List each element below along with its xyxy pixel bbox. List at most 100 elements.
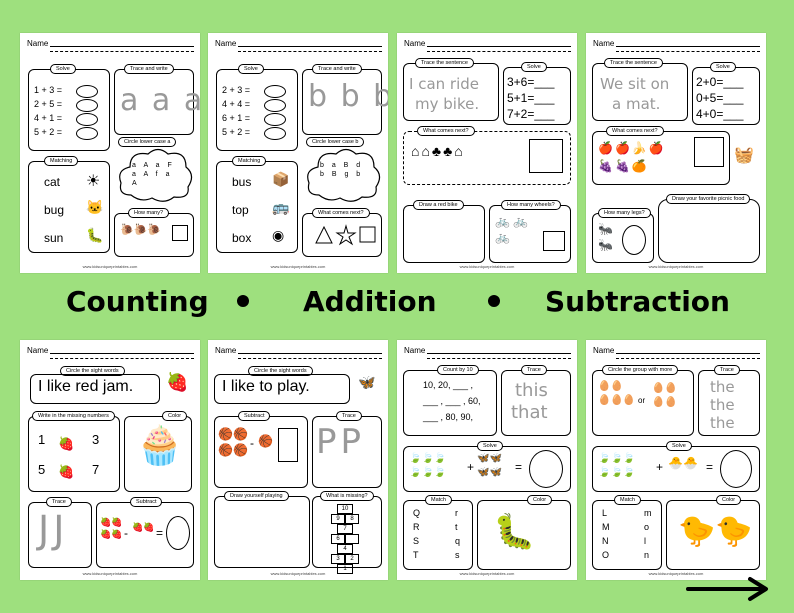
snail-icon: 🐌🐌🐌 — [120, 224, 162, 236]
trace-label: Trace the sentence — [604, 58, 663, 68]
equation-1: 2 + 3 = — [222, 85, 251, 95]
trace-letters: JJ — [38, 508, 69, 552]
legs-label: How many legs? — [598, 208, 651, 218]
trace-label: Trace and write — [124, 64, 174, 74]
footer-url: www.kidsuniqueprintables.com — [648, 571, 704, 576]
next-arrow-icon[interactable] — [686, 576, 770, 602]
name-guide-line — [427, 358, 571, 359]
answer-box — [172, 225, 188, 241]
word-2: bug — [44, 203, 65, 217]
hop-cell: 9 — [331, 514, 345, 524]
solve-label: Solve — [477, 441, 503, 451]
equation-3: 7+2=___ — [507, 107, 555, 121]
answer-oval — [720, 450, 752, 488]
name-guide-line — [50, 51, 194, 52]
footer-url: www.kidsuniqueprintables.com — [270, 264, 326, 269]
circle-label: Circle the sight words — [248, 366, 313, 376]
wheels-label: How many wheels? — [501, 200, 561, 210]
subtraction-heading: Subtraction — [545, 285, 730, 318]
hop-row: 6 — [326, 534, 364, 544]
sentence-line-2: my bike. — [415, 95, 480, 113]
leaf-group-icon: 🍃🍃🍃🍃🍃🍃 — [598, 453, 636, 478]
hop-cell: 1 — [337, 564, 353, 574]
missing-label: What is missing? — [320, 491, 374, 501]
box-icon: 📦 — [272, 171, 290, 187]
answer-oval — [264, 127, 286, 140]
howmany-label: How many? — [128, 208, 170, 218]
answer-oval — [76, 85, 98, 98]
trace-letters: PP — [316, 422, 366, 462]
matching-label: Matching — [44, 156, 79, 166]
house-tree-pattern-icon: ⌂⌂♣♣⌂ — [411, 143, 465, 159]
hop-cell: 7 — [337, 524, 353, 534]
sight-sentence: I like red jam. — [38, 378, 134, 395]
worksheet-6: Name Circle the sight words I like to pl… — [208, 340, 388, 580]
answer-box — [529, 139, 563, 173]
worksheet-7: Name Count by 10 10, 20, ___ , ___ , ___… — [397, 340, 577, 580]
cloud-shape — [119, 148, 193, 202]
number-3: 3 — [92, 432, 100, 447]
footer-url: www.kidsuniqueprintables.com — [270, 571, 326, 576]
fruit-pattern-icon: 🍎🍎🍌🍎🍇🍇🍊 — [598, 141, 666, 173]
solve-panel — [216, 69, 298, 151]
name-line — [238, 353, 382, 354]
trace-label: Trace — [336, 411, 362, 421]
bug-icon: 🐛 — [86, 227, 104, 243]
egg-group-icon: 🥚🥚🥚🥚🥚 — [598, 381, 636, 406]
solve-panel — [28, 69, 110, 151]
color-panel — [666, 500, 760, 570]
solve-label: Solve — [710, 62, 736, 72]
lower-letter: l — [644, 536, 646, 546]
butterfly-icon: 🦋 — [358, 374, 376, 390]
strawberry-outline-icon: 🍓🍓 — [58, 436, 75, 479]
answer-oval — [622, 225, 646, 255]
trace-letters: b b b — [308, 79, 388, 114]
word-3: sun — [44, 231, 64, 245]
name-guide-line — [238, 358, 382, 359]
strawberry-icon: 🍓 — [166, 372, 189, 392]
color-label: Color — [162, 411, 188, 421]
footer-url: www.kidsuniqueprintables.com — [82, 571, 138, 576]
sequence-line-3: ___ , 80, 90, — [423, 412, 474, 422]
worksheet-2: Name Solve 2 + 3 = 4 + 4 = 6 + 1 = 5 + 2… — [208, 33, 388, 273]
upper-letter: Q — [413, 508, 421, 518]
name-label: Name — [215, 346, 237, 355]
equation-1: 1 + 3 = — [34, 85, 63, 95]
cloud-letters: b a B d b B g b — [320, 162, 364, 178]
color-panel — [124, 416, 192, 492]
name-label: Name — [27, 39, 49, 48]
draw-panel — [403, 205, 485, 263]
lower-letter: n — [644, 550, 650, 560]
cat-icon: 🐱 — [86, 199, 104, 215]
circle-label: Circle lower case b — [306, 137, 365, 147]
subtract-label: Subtract — [238, 411, 271, 421]
answer-oval — [76, 99, 98, 112]
upper-letter: S — [413, 536, 420, 546]
sentence-line-2: a mat. — [612, 95, 661, 113]
name-guide-line — [616, 358, 760, 359]
trace-label: Trace — [714, 365, 740, 375]
bird-icon: 🐤🐤 — [678, 515, 753, 548]
upper-letter: T — [413, 550, 419, 560]
hop-cell: 6 — [331, 534, 345, 544]
upper-letter: R — [413, 522, 420, 532]
sight-sentence: I like to play. — [222, 378, 310, 395]
solve-label: Solve — [238, 64, 264, 74]
number-7: 7 — [92, 462, 100, 477]
answer-box — [278, 428, 298, 462]
word-2: top — [232, 203, 249, 217]
draw-label: Draw your favorite picnic food — [666, 194, 751, 204]
counting-heading: Counting — [66, 285, 209, 318]
upper-letter: M — [602, 522, 610, 532]
butterfly-group-icon: 🦋🦋🦋🦋 — [477, 453, 502, 478]
upper-letter: N — [602, 536, 609, 546]
plus-sign: + — [467, 460, 475, 474]
name-line — [427, 353, 571, 354]
minus-sign: - — [250, 436, 254, 450]
bullet-dot — [237, 295, 249, 307]
basket-icon: 🧺 — [734, 147, 754, 164]
trace-label: Trace and write — [312, 64, 362, 74]
name-label: Name — [404, 346, 426, 355]
